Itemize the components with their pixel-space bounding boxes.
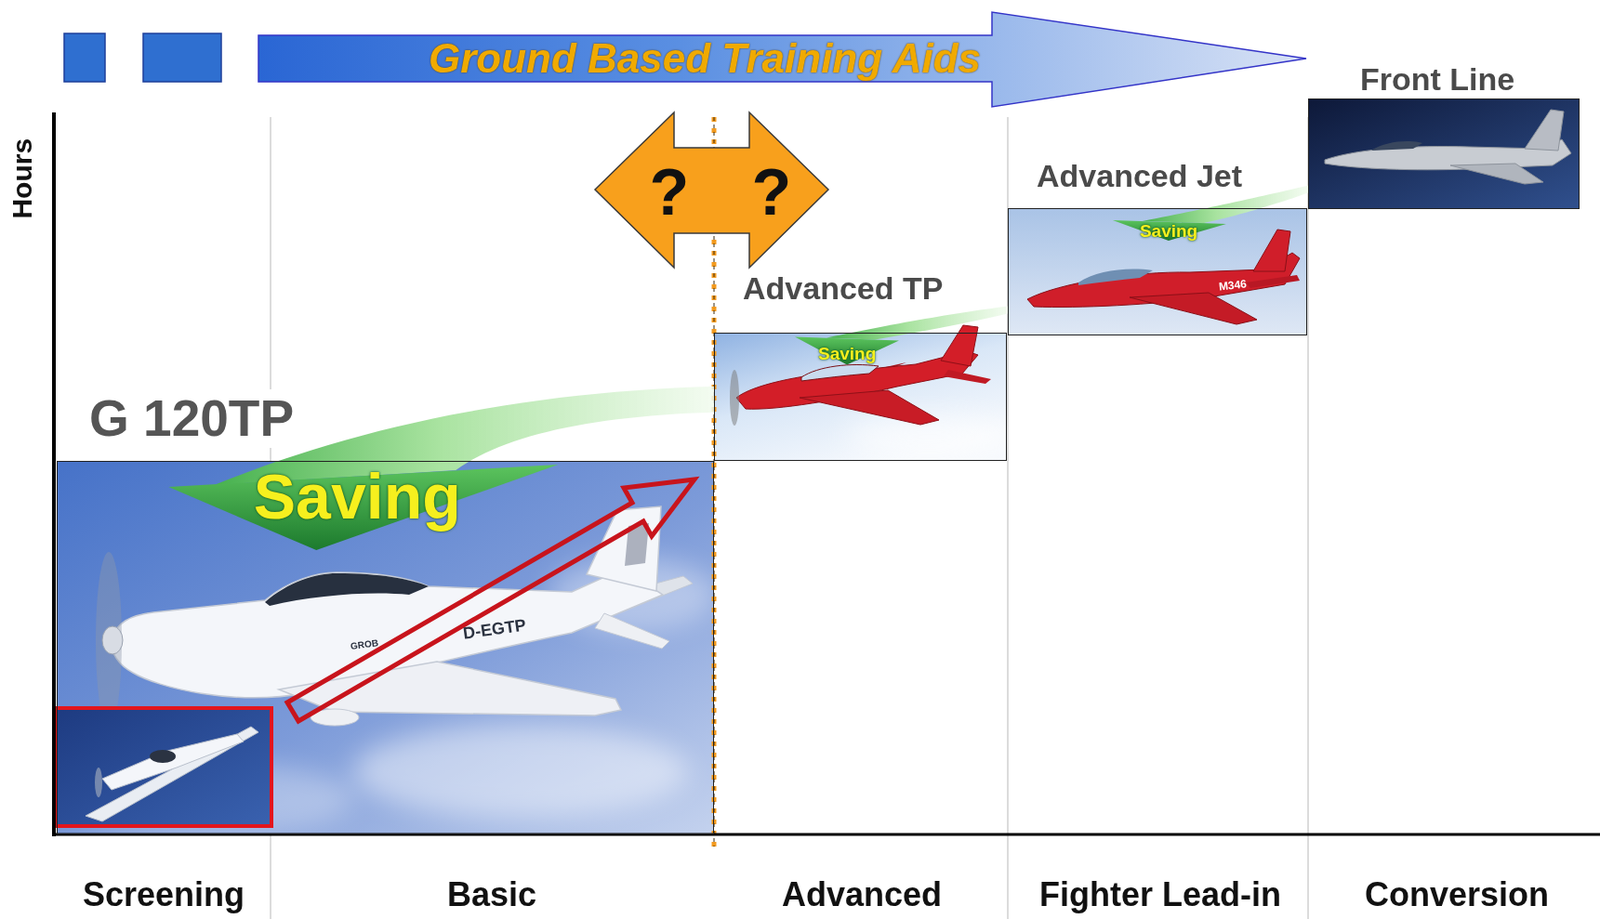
tail-fin xyxy=(940,325,979,367)
highlight-frame xyxy=(55,708,272,827)
small-wing xyxy=(85,727,259,822)
phase-divider xyxy=(1308,117,1310,919)
shape-outline xyxy=(595,112,829,268)
sky-backdrop xyxy=(1308,98,1580,210)
phase-label: Fighter Lead-in xyxy=(1039,875,1282,914)
trainer-photo xyxy=(55,461,716,837)
phase-label: Basic xyxy=(447,875,537,914)
main-wing xyxy=(799,390,939,425)
training-aids-arrow: Ground Based Training Aids xyxy=(258,12,1307,107)
canopy xyxy=(1371,141,1423,151)
registration-mark: D-EGTP xyxy=(462,615,528,644)
small-propeller xyxy=(94,767,103,798)
arrow-ribbon xyxy=(826,306,1008,341)
propeller-disc xyxy=(729,370,740,426)
canopy xyxy=(264,573,429,607)
shape-fill xyxy=(258,12,1307,107)
jet-trainer-photo xyxy=(1007,208,1308,336)
y-axis xyxy=(52,112,56,837)
undecided-double-arrow: ?? xyxy=(595,112,829,268)
band-label: Ground Based Training Aids xyxy=(428,35,981,83)
small-canopy xyxy=(149,750,176,764)
query-glyph: ? xyxy=(649,155,690,231)
stabiliser xyxy=(1245,275,1300,289)
propeller-disc xyxy=(95,552,122,729)
cloud xyxy=(353,725,688,819)
aircraft-title: Advanced TP xyxy=(742,270,943,307)
spinner xyxy=(102,626,123,655)
arrow-label: Saving xyxy=(1139,221,1198,242)
screening-photo xyxy=(53,706,274,829)
phase-label: Screening xyxy=(82,875,245,914)
small-block xyxy=(64,33,106,82)
sky-backdrop xyxy=(1007,208,1308,336)
tail-fin xyxy=(1253,229,1291,272)
aircraft-title: Front Line xyxy=(1360,61,1515,98)
canopy xyxy=(1078,269,1153,286)
x-axis xyxy=(52,833,1600,837)
fighter-photo xyxy=(1308,98,1580,210)
aircraft-title: G 120TP xyxy=(89,389,294,449)
stage-photo-box: Front Line xyxy=(1308,98,1580,210)
sky-backdrop xyxy=(53,706,274,829)
arrow-head xyxy=(1112,220,1227,241)
maker-mark: GROB xyxy=(349,637,379,653)
shape-fill xyxy=(595,112,829,268)
turboprop-photo xyxy=(714,325,1014,462)
phase-label: Advanced xyxy=(781,875,942,914)
serial-mark: M346 xyxy=(1217,277,1247,294)
query-glyph: ? xyxy=(752,155,793,231)
phase-label: Conversion xyxy=(1364,875,1549,914)
arrow-label: Saving xyxy=(253,460,462,533)
arrow-head xyxy=(794,337,900,366)
small-block xyxy=(143,33,222,82)
stabiliser xyxy=(943,370,992,384)
main-wing xyxy=(1129,292,1257,325)
small-fuselage xyxy=(102,734,244,791)
arrow-label: Saving xyxy=(818,343,876,365)
axis-title: Hours xyxy=(6,137,40,219)
aircraft-title: Advanced Jet xyxy=(1036,158,1243,195)
tail-fin xyxy=(1524,109,1564,151)
benefit-arrow xyxy=(794,306,1008,366)
near-stabiliser xyxy=(595,613,670,649)
sky-backdrop xyxy=(56,461,715,835)
main-wing xyxy=(278,661,622,716)
canopy xyxy=(801,365,879,383)
delta-wing xyxy=(1450,163,1544,185)
